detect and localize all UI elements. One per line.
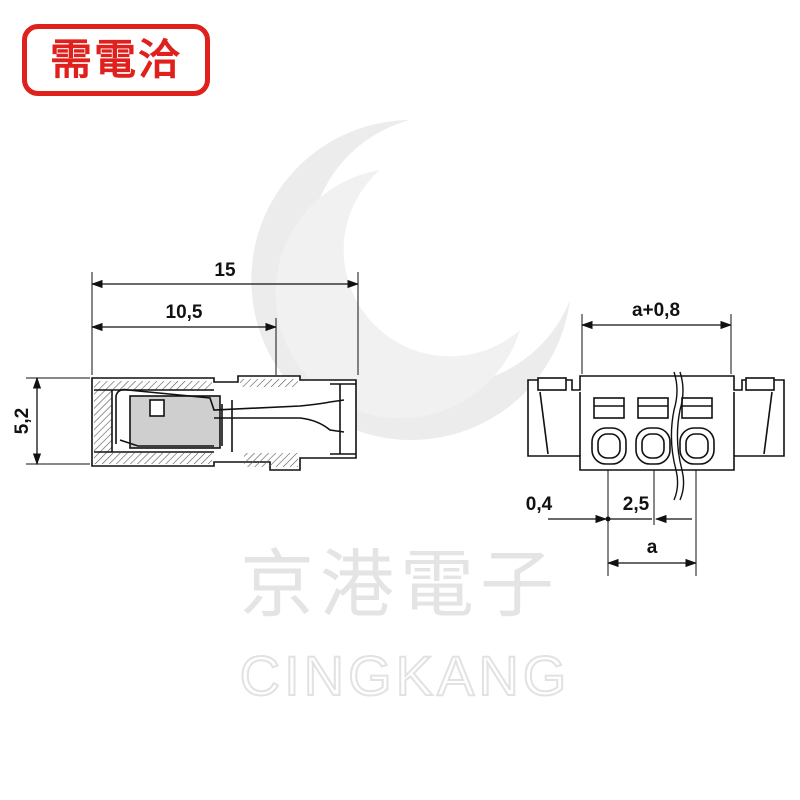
watermark-cjk: 京港電子 bbox=[240, 542, 560, 628]
side-body bbox=[91, 375, 357, 471]
dim-label-offset: 0,4 bbox=[526, 494, 553, 515]
stamp-text: 需電洽 bbox=[49, 35, 182, 84]
watermark-latin: CINGKANG bbox=[240, 644, 571, 707]
contact-stamp: 需電洽 bbox=[22, 24, 210, 96]
side-view: 15 10,5 5,2 bbox=[12, 260, 360, 471]
front-view: a+0,8 0,4 2,5 a bbox=[526, 300, 785, 576]
dim-label-length-inner: 10,5 bbox=[166, 302, 203, 323]
dim-label-width: a+0,8 bbox=[632, 300, 680, 321]
watermark-logo bbox=[251, 120, 570, 440]
dim-label-length-total: 15 bbox=[214, 260, 236, 281]
front-body bbox=[527, 375, 785, 471]
wire bbox=[670, 371, 679, 501]
watermark: 京港電子 CINGKANG bbox=[239, 120, 571, 708]
dim-label-height: 5,2 bbox=[12, 408, 33, 434]
dim-label-pitch: 2,5 bbox=[623, 494, 650, 515]
dim-label-a: a bbox=[647, 537, 658, 558]
